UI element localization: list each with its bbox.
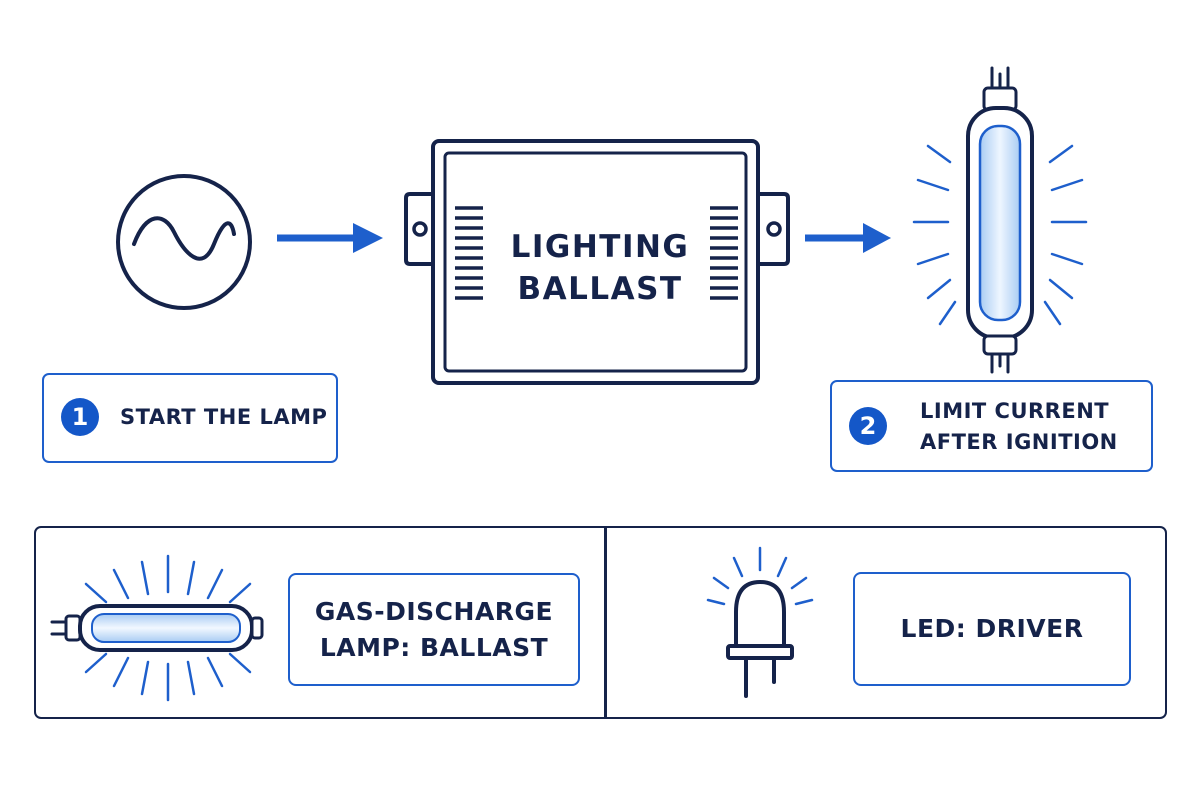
gas-discharge-ballast-label: GAS-DISCHARGE LAMP: BALLAST [288,573,580,686]
step-label-line: START THE LAMP [120,405,328,429]
tag-line: LED: DRIVER [900,614,1084,643]
arrow-right-icon [805,223,891,253]
step-start-the-lamp: 1 START THE LAMP [42,373,338,463]
comparison-panel [34,526,1167,719]
step-label: LIMIT CURRENT AFTER IGNITION [920,396,1118,458]
step-label-line: AFTER IGNITION [920,430,1118,454]
tube-lamp-icon [912,66,1088,374]
ballast-label-line2: BALLAST [517,271,683,307]
step-label: START THE LAMP [120,402,327,433]
step-label-line: LIMIT CURRENT [920,399,1110,423]
step-number-badge: 2 [849,407,887,445]
panel-divider [604,526,607,719]
arrow-right-icon [277,223,383,253]
led-driver-label: LED: DRIVER [853,572,1131,686]
step-limit-current: 2 LIMIT CURRENT AFTER IGNITION [830,380,1153,472]
tag-line: GAS-DISCHARGE [314,596,554,626]
led-bulb-icon [706,546,814,698]
fluorescent-tube-icon [50,554,264,702]
ballast-label: LIGHTING BALLAST [480,226,720,310]
step-number-badge: 1 [61,398,99,436]
tag-line: LAMP: BALLAST [319,632,549,662]
ac-source-icon [116,174,252,310]
ballast-label-line1: LIGHTING [510,229,690,265]
ballast-box-icon [404,139,790,385]
